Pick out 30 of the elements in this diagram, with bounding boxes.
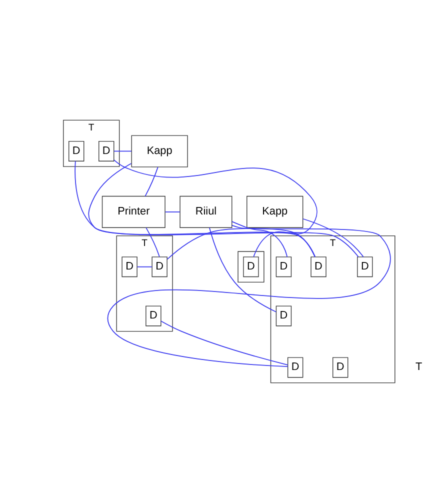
node-box: D	[276, 305, 292, 326]
connector	[164, 211, 180, 212]
connector	[209, 226, 276, 312]
node-box: D	[146, 305, 162, 326]
connector	[302, 218, 364, 257]
connector	[232, 220, 288, 257]
connector	[107, 224, 391, 366]
node-box: Kapp	[131, 134, 188, 167]
connector	[146, 226, 160, 257]
node-box: D	[357, 256, 373, 277]
node-box: D	[310, 256, 326, 277]
node-box: D	[332, 356, 348, 378]
node-box: Riiul	[180, 195, 232, 228]
connector	[160, 320, 288, 365]
label: T	[415, 360, 422, 373]
node-box: Kapp	[246, 195, 304, 228]
node-box: D	[152, 256, 168, 277]
node-box: D	[243, 256, 259, 277]
node-box: D	[98, 140, 114, 161]
node-box: D	[276, 256, 292, 277]
cluster	[238, 250, 264, 282]
node-box: Printer	[102, 195, 166, 228]
connector	[166, 228, 316, 260]
node-box: D	[68, 140, 84, 161]
node-box: D	[287, 356, 304, 378]
connector	[114, 150, 132, 152]
connector	[144, 166, 158, 196]
connector	[74, 160, 359, 257]
node-box: D	[122, 256, 138, 277]
connector	[136, 266, 152, 267]
